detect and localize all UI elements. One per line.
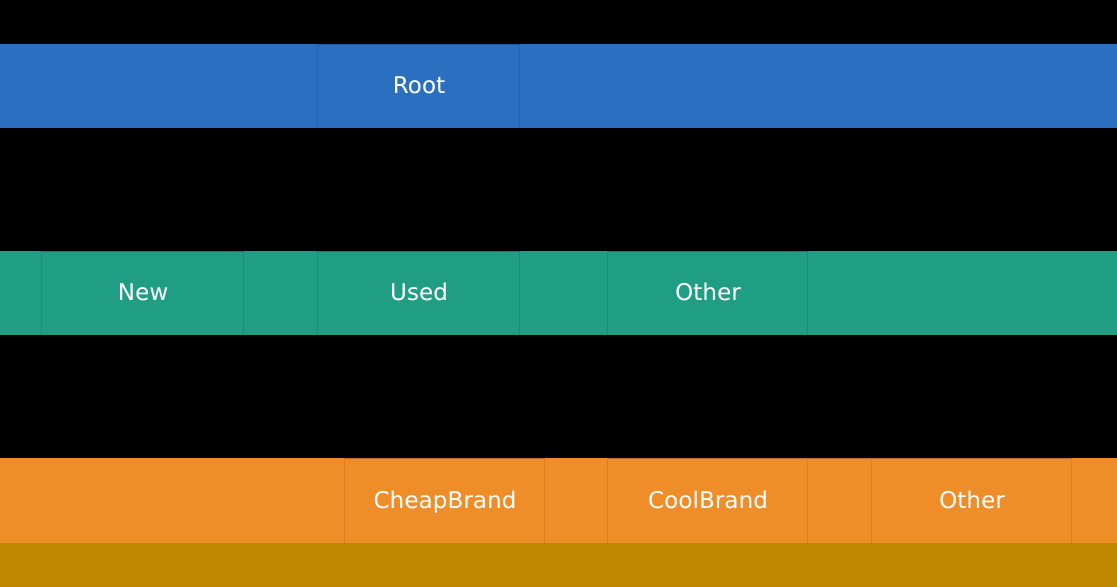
chart-level-leaf: [0, 543, 1117, 587]
icicle-node-label-cheapbrand: CheapBrand: [373, 487, 517, 514]
chart-level-brand: CheapBrand CoolBrand Other: [0, 458, 1117, 543]
chart-level-root: Root: [0, 44, 1117, 128]
icicle-node-new[interactable]: New: [42, 251, 244, 335]
icicle-node-root[interactable]: Root: [318, 44, 520, 128]
icicle-node-label-coolbrand: CoolBrand: [648, 487, 768, 514]
icicle-node-other-brand[interactable]: Other: [872, 458, 1072, 543]
icicle-node-leaf-band[interactable]: [0, 543, 1117, 587]
icicle-node-condition-pad-2[interactable]: [520, 251, 608, 335]
icicle-node-brand-pad-0[interactable]: [0, 458, 345, 543]
icicle-node-root-left-pad[interactable]: [0, 44, 318, 128]
icicle-node-label-other-condition: Other: [675, 280, 741, 306]
icicle-node-condition-pad-3[interactable]: [808, 251, 1117, 335]
icicle-node-label-new: New: [117, 280, 169, 306]
icicle-node-cheapbrand[interactable]: CheapBrand: [345, 458, 545, 543]
chart-level-condition: New Used Other: [0, 251, 1117, 335]
icicle-node-condition-pad-1[interactable]: [244, 251, 318, 335]
icicle-node-other-condition[interactable]: Other: [608, 251, 808, 335]
icicle-node-label-used: Used: [390, 280, 448, 306]
icicle-node-used[interactable]: Used: [318, 251, 520, 335]
icicle-node-root-right-pad[interactable]: [520, 44, 1117, 128]
icicle-node-coolbrand[interactable]: CoolBrand: [608, 458, 808, 543]
icicle-node-brand-pad-1[interactable]: [545, 458, 608, 543]
icicle-node-label-root: Root: [392, 73, 446, 99]
icicle-node-label-other-brand: Other: [939, 487, 1005, 514]
icicle-node-condition-pad-0[interactable]: [0, 251, 42, 335]
icicle-node-brand-pad-2[interactable]: [808, 458, 872, 543]
icicle-node-brand-pad-3[interactable]: [1072, 458, 1117, 543]
